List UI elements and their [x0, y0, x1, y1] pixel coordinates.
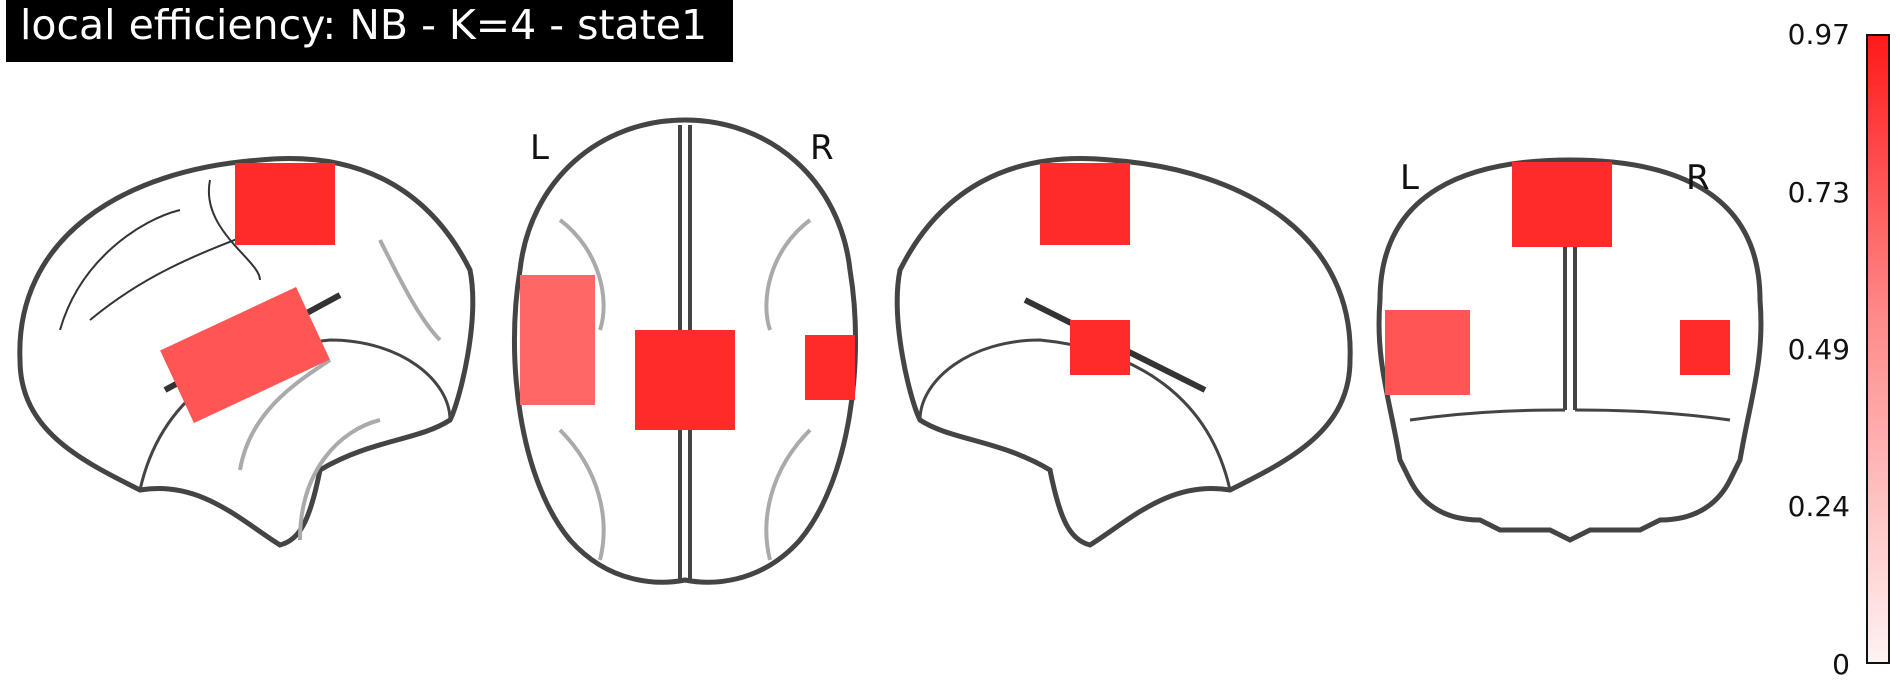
colorbar [1866, 34, 1890, 664]
sagittal-left-view [17, 156, 476, 548]
colorbar-tick: 0.97 [1787, 18, 1850, 51]
activation-blob [160, 287, 330, 423]
axial-left-label: L [530, 128, 549, 168]
colorbar-tick: 0 [1832, 648, 1850, 681]
figure-title: local efficiency: NB - K=4 - state1 [6, 0, 733, 62]
colorbar-tick: 0.49 [1787, 333, 1850, 366]
colorbar-tick: 0.73 [1787, 176, 1850, 209]
activation-blob [520, 275, 595, 405]
activation-blob [1070, 320, 1130, 375]
activation-blob [1040, 163, 1130, 245]
coronal-view [1376, 157, 1764, 543]
activation-blob [1512, 162, 1612, 247]
activation-blob [1680, 320, 1730, 375]
sagittal-right-view [894, 156, 1353, 548]
coronal-left-label: L [1400, 158, 1419, 198]
activation-blob [805, 335, 855, 400]
axial-view [511, 117, 859, 585]
activation-blob [1385, 310, 1470, 395]
activation-blob [235, 163, 335, 245]
activation-blob [635, 330, 735, 430]
axial-right-label: R [810, 128, 834, 168]
coronal-right-label: R [1686, 158, 1710, 198]
colorbar-tick: 0.24 [1787, 490, 1850, 523]
